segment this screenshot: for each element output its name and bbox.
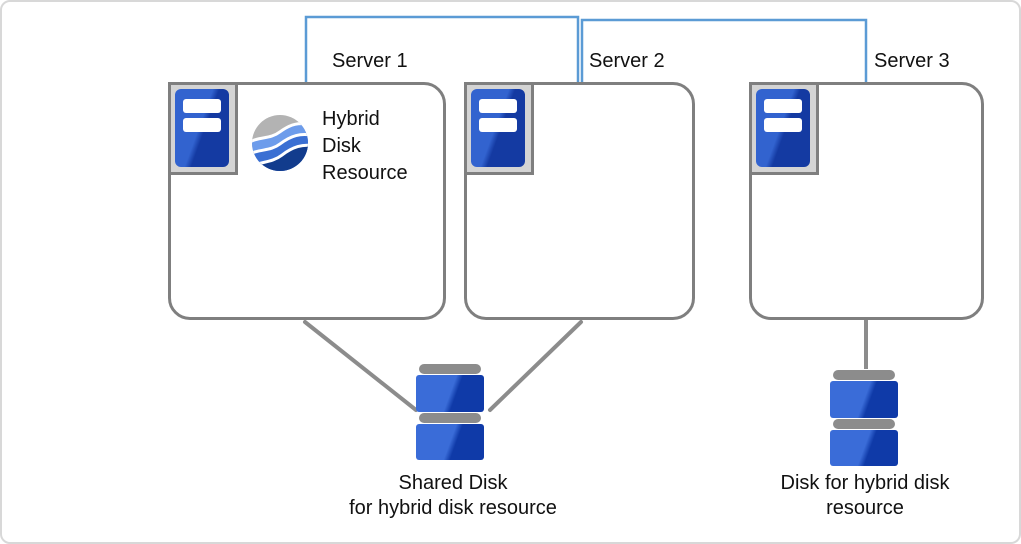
server-tower-glyph [175,89,229,167]
server-slot-icon [764,118,802,132]
server-1-icon [168,82,238,175]
server-3-icon [749,82,819,175]
shared-disk-icon [416,364,484,461]
server-slot-icon [183,118,221,132]
server-2-box [464,82,695,320]
hybrid-disk-resource-icon [252,115,308,171]
disk-cap [419,364,481,374]
disk-cap [419,413,481,423]
connector-server2-shared-disk-line [488,320,583,412]
connector-server1-shared-disk-line [303,320,418,412]
server-2-label: Server 2 [589,50,665,72]
server-slot-icon [764,99,802,113]
server-tower-glyph [756,89,810,167]
server-tower-glyph [471,89,525,167]
shared-disk-caption: Shared Disk for hybrid disk resource [349,472,557,519]
hybrid-disk-caption: Disk for hybrid disk resource [780,472,950,519]
server-3-label: Server 3 [874,50,950,72]
disk-cap [833,419,895,429]
disk-platter [830,430,898,466]
server-slot-icon [479,118,517,132]
server-2-icon [464,82,534,175]
logo-wave-gap [252,132,308,158]
server-1-label: Server 1 [332,50,408,72]
disk-platter [416,375,484,412]
server-slot-icon [183,99,221,113]
disk-cap [833,370,895,380]
hybrid-disk-icon [830,370,898,467]
server-slot-icon [479,99,517,113]
disk-platter [830,381,898,418]
disk-platter [416,424,484,460]
hybrid-disk-resource-label: Hybrid Disk Resource [322,108,408,184]
